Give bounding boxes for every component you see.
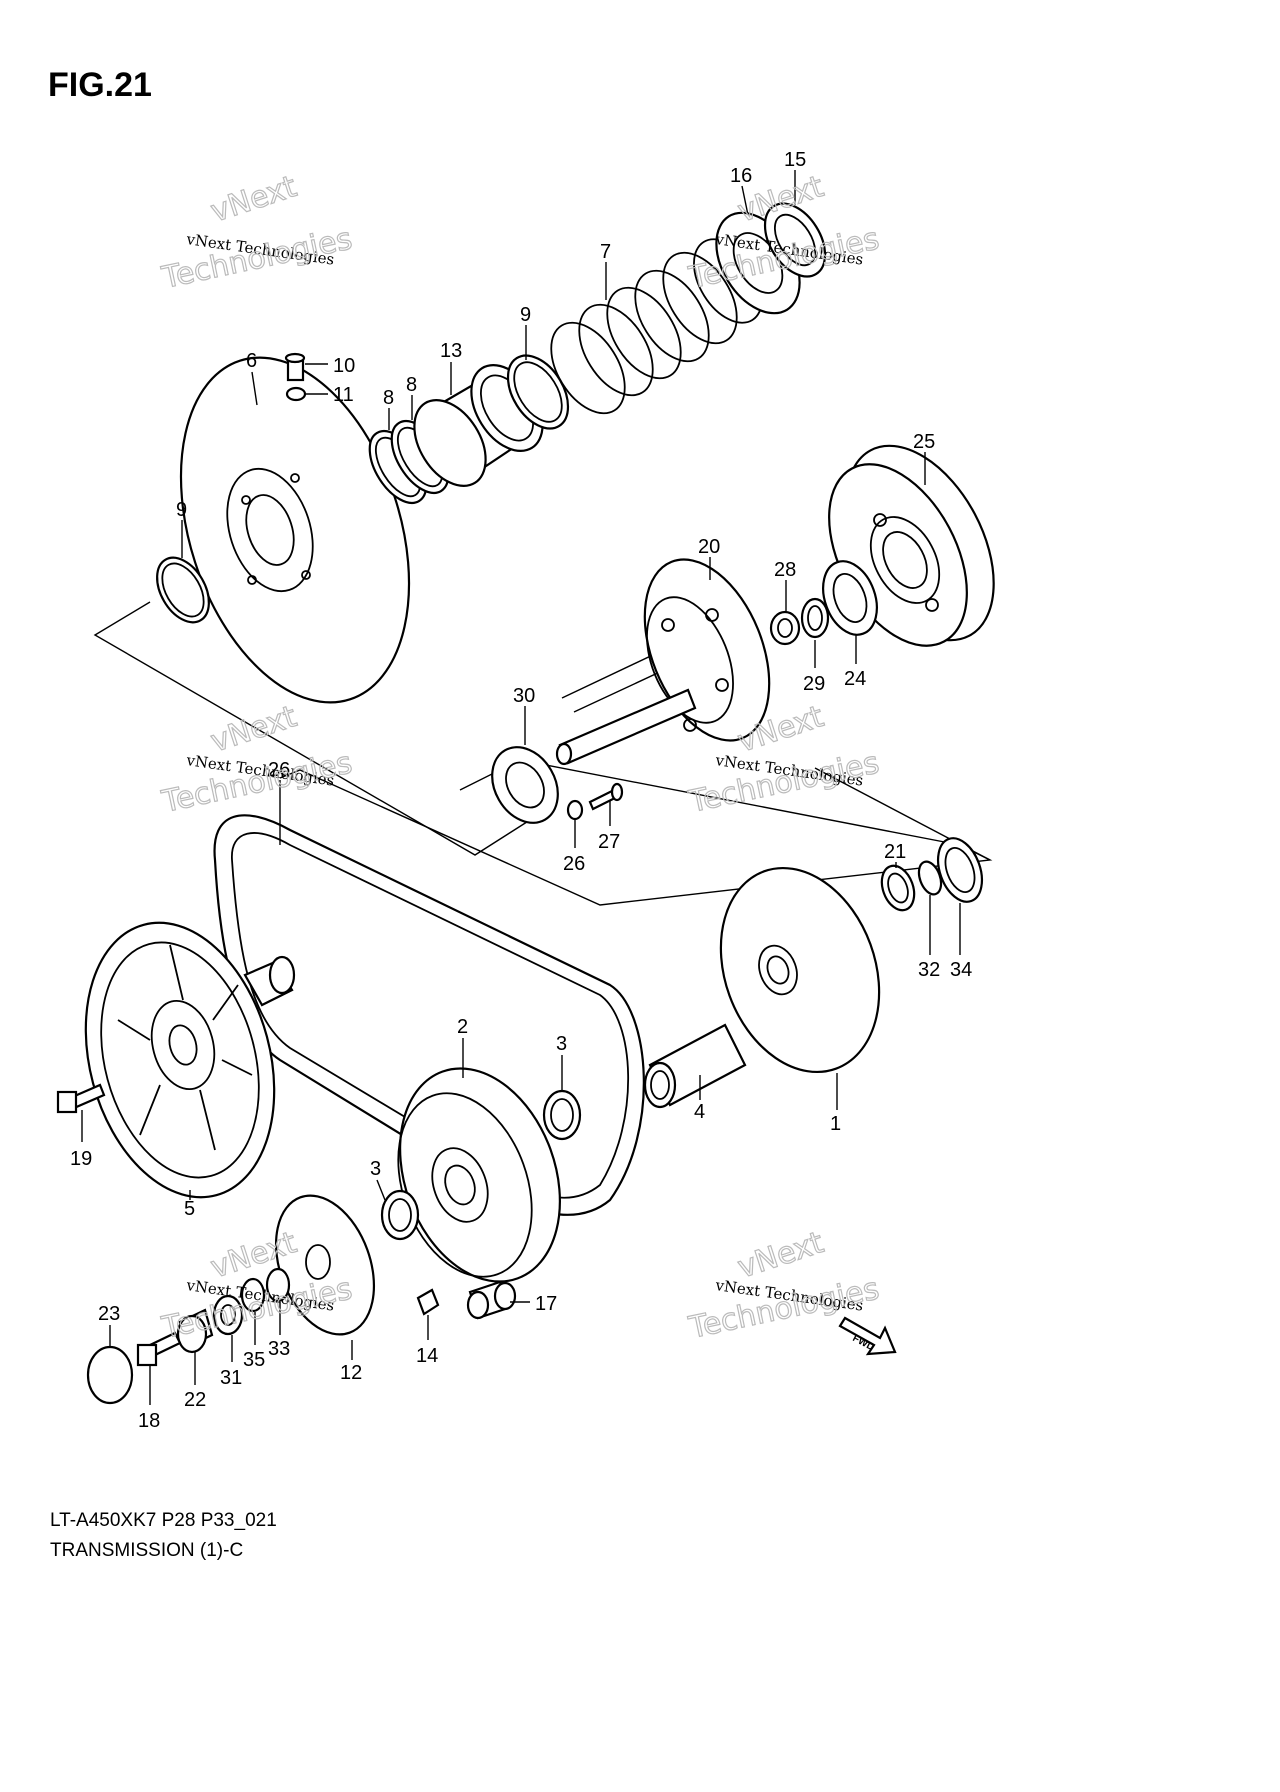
callout-11: 11	[333, 384, 354, 406]
callout-33: 33	[268, 1338, 290, 1360]
callout-1: 1	[830, 1113, 841, 1135]
callout-14: 14	[416, 1345, 438, 1367]
part-11-slider	[285, 386, 307, 402]
callout-19: 19	[70, 1148, 92, 1170]
callout-26-belt: 26	[268, 759, 290, 781]
part-22-nut	[176, 1308, 214, 1354]
callout-3-lower: 3	[370, 1158, 381, 1180]
part-31-washer	[212, 1294, 244, 1336]
callout-24: 24	[844, 668, 866, 690]
callout-28: 28	[774, 559, 796, 581]
callout-20: 20	[698, 536, 720, 558]
part-17-roller	[466, 1280, 517, 1320]
part-9-ring-left	[156, 556, 210, 624]
callout-25: 25	[913, 431, 935, 453]
callout-13: 13	[440, 340, 462, 362]
part-23-cap	[86, 1345, 134, 1405]
part-18-bolt	[136, 1331, 182, 1367]
svg-text:vNext: vNext	[734, 1225, 828, 1285]
callout-12: 12	[340, 1362, 362, 1384]
callout-32: 32	[918, 959, 940, 981]
leader-lines	[81, 170, 961, 1405]
part-19-bolt	[56, 1083, 106, 1114]
model-code: LT-A450XK7 P28 P33_021	[50, 1510, 277, 1531]
callout-9-right: 9	[520, 304, 531, 326]
callout-35: 35	[243, 1349, 265, 1371]
svg-text:Technologies: Technologies	[685, 1272, 882, 1347]
svg-text:Technologies: Technologies	[685, 746, 882, 821]
callout-9-left: 9	[176, 499, 187, 521]
svg-text:vNext: vNext	[207, 169, 301, 229]
part-34-seal	[936, 837, 984, 903]
callout-21: 21	[884, 841, 906, 863]
part-1-fixed-drive-face	[719, 866, 881, 1074]
part-24-bearing	[822, 560, 878, 636]
part-25-clutch-shoe	[828, 444, 995, 647]
part-7-spring	[550, 238, 763, 415]
callout-6: 6	[246, 350, 257, 372]
watermark-top-left: vNext vNext Technologies Technologies	[158, 169, 356, 297]
callout-3-upper: 3	[556, 1033, 567, 1055]
callout-7: 7	[600, 241, 611, 263]
callout-17: 17	[535, 1293, 557, 1315]
callout-30: 30	[513, 685, 535, 707]
diagram-name: TRANSMISSION (1)-C	[50, 1540, 244, 1561]
part-30-bearing	[491, 746, 559, 824]
callout-labels: 1 2 3 3 4 5 6 7 8 8 9 9 10 11 12 13 14 1…	[70, 149, 972, 1432]
callout-4: 4	[694, 1101, 705, 1123]
part-10-pin	[284, 352, 306, 382]
part-15-seal	[763, 202, 827, 278]
callout-26-washer: 26	[563, 853, 585, 875]
callout-29: 29	[803, 673, 825, 695]
part-29-washer	[800, 597, 830, 639]
part-3-spacer-upper	[542, 1089, 582, 1141]
part-35-washer	[240, 1277, 266, 1313]
part-26-washer	[566, 799, 584, 821]
callout-2: 2	[457, 1016, 468, 1038]
part-14-slider	[416, 1288, 440, 1316]
fwd-arrow-icon: FWD	[838, 1316, 897, 1356]
part-21-bushing	[880, 864, 916, 912]
callout-18: 18	[138, 1410, 160, 1432]
part-5-driven-face	[84, 921, 296, 1199]
figure-title: FIG.21	[48, 66, 152, 104]
callout-5: 5	[184, 1198, 195, 1220]
part-27-bolt	[588, 782, 624, 811]
callout-16: 16	[730, 165, 752, 187]
callout-10: 10	[333, 355, 355, 377]
part-20-clutch-housing	[555, 558, 771, 766]
callout-23: 23	[98, 1303, 120, 1325]
callout-27: 27	[598, 831, 620, 853]
callout-15: 15	[784, 149, 806, 171]
part-28-nut	[769, 610, 801, 646]
part-33-washer	[265, 1267, 291, 1303]
callout-22: 22	[184, 1389, 206, 1411]
callout-31: 31	[220, 1367, 242, 1389]
watermark-mid-left: vNext vNext Technologies Technologies	[158, 699, 356, 821]
callout-34: 34	[950, 959, 972, 981]
part-6-drive-face	[179, 356, 411, 704]
part-4-sleeve	[643, 1023, 747, 1109]
callout-8-left: 8	[383, 387, 394, 409]
callout-8-right: 8	[406, 374, 417, 396]
part-3-spacer-lower	[380, 1189, 420, 1241]
